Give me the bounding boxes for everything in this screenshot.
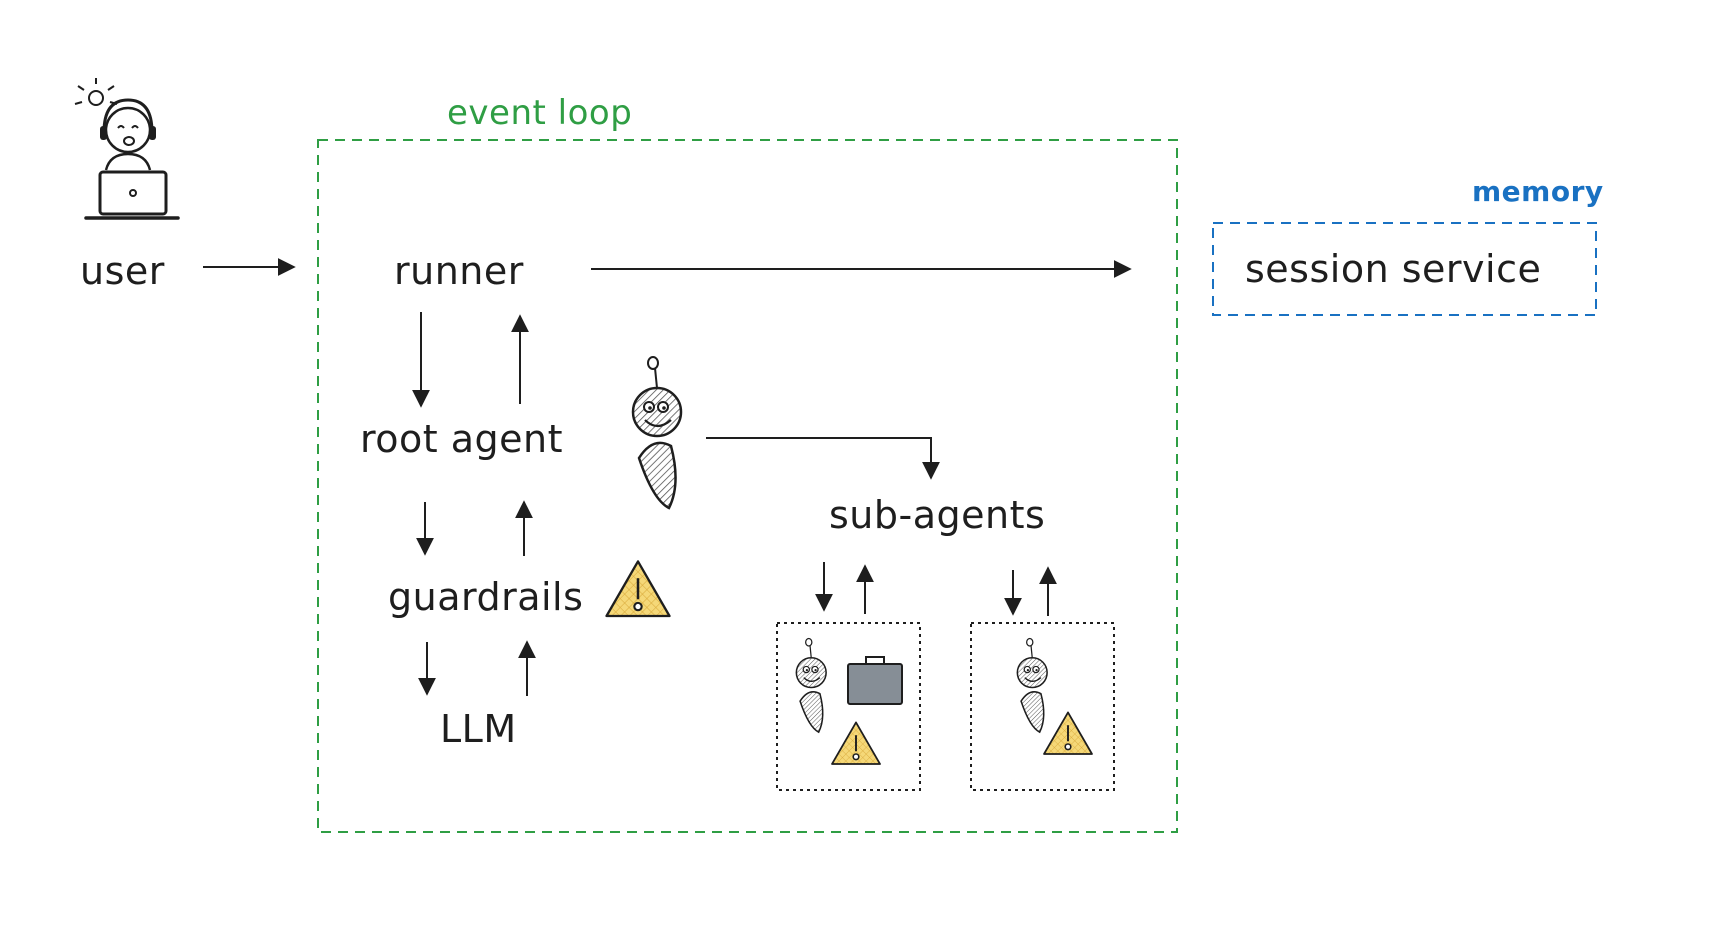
llm-label: LLM [440, 707, 517, 751]
arrow-root-to-subagents [706, 437, 940, 480]
sub-agent-2-robot-icon [1016, 637, 1048, 733]
sub-agent-2-warning-triangle-icon [1043, 711, 1093, 755]
user-label: user [80, 249, 165, 293]
runner-label: runner [394, 249, 524, 293]
sub-agent-box-1 [776, 622, 921, 791]
guardrails-warning-triangle-icon [605, 560, 671, 618]
event-loop-label: event loop [447, 93, 633, 133]
session-service-label: session service [1245, 247, 1542, 291]
root-agent-label: root agent [360, 417, 564, 461]
memory-label: memory [1472, 175, 1604, 208]
sub-agents-label: sub-agents [829, 493, 1046, 537]
user-at-laptop-icon [74, 78, 180, 220]
root-agent-robot-icon [631, 355, 683, 510]
sub-agent-box-2 [970, 622, 1115, 791]
sub-agent-1-robot-icon [795, 637, 827, 733]
event-loop-container [317, 139, 1178, 833]
sub-agent-1-warning-triangle-icon [831, 721, 881, 765]
briefcase-tool-icon [847, 656, 903, 705]
session-service-container [1212, 222, 1597, 316]
guardrails-label: guardrails [388, 575, 584, 619]
